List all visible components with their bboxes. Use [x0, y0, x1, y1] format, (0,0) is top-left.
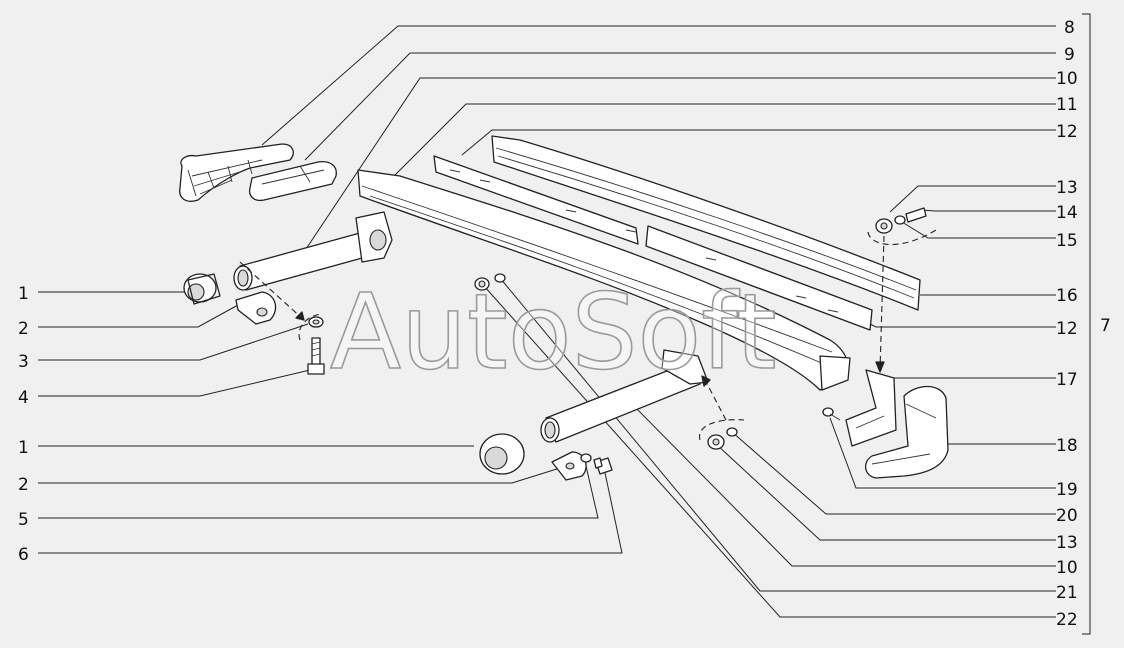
washer-upper-right [894, 215, 906, 225]
side-bracket [845, 369, 897, 447]
callout-1-top: 1 [18, 284, 29, 304]
assembly-arrow-right [879, 235, 885, 371]
arrow-head-right [875, 361, 885, 373]
bolt-bottom [593, 457, 613, 475]
leader-lines [38, 25, 1056, 618]
callout-10-bottom: 10 [1056, 558, 1078, 578]
callout-22: 22 [1056, 610, 1078, 630]
dash-arc-upper-right [867, 229, 937, 246]
bolt-upper-right [905, 207, 927, 223]
end-cap-bracket [248, 160, 337, 202]
mounting-tube-left [233, 211, 393, 291]
callout-21: 21 [1056, 583, 1078, 603]
washer-beam [494, 273, 506, 283]
nut-upper-right [875, 218, 893, 234]
bumper-end-cap-left [179, 143, 294, 202]
bumper-end-cap-right [865, 385, 949, 479]
assembly-arrow-left [239, 261, 305, 321]
callout-19: 19 [1056, 480, 1078, 500]
callout-1-bottom: 1 [18, 438, 29, 458]
dash-arc-lower [698, 419, 745, 441]
rubber-bushing-top [183, 273, 221, 305]
rubber-strip [491, 135, 921, 311]
callout-14: 14 [1056, 203, 1078, 223]
callout-10-top: 10 [1056, 69, 1078, 89]
callout-13-bottom: 13 [1056, 533, 1078, 553]
callout-7: 7 [1100, 316, 1111, 336]
callout-4: 4 [18, 388, 29, 408]
mounting-plate-bottom [551, 451, 587, 481]
callout-13-top: 13 [1056, 178, 1078, 198]
bracket-7 [1082, 13, 1091, 635]
mounting-tube-right [540, 349, 709, 443]
arrow-head-left [295, 311, 305, 321]
callout-20: 20 [1056, 506, 1078, 526]
callout-16: 16 [1056, 286, 1078, 306]
assembly-arrow-lower [703, 377, 727, 421]
callout-5: 5 [18, 510, 29, 530]
callout-3: 3 [18, 352, 29, 372]
watermark: AutoSoft [330, 271, 777, 393]
callout-17: 17 [1056, 370, 1078, 390]
callout-6: 6 [18, 545, 29, 565]
callout-2-top: 2 [18, 319, 29, 339]
left-callouts: 1 2 3 4 1 2 5 6 [18, 284, 29, 565]
callout-9: 9 [1064, 45, 1075, 65]
callout-12-mid: 12 [1056, 319, 1078, 339]
right-callouts: 8 9 10 11 12 13 14 15 16 12 17 18 19 20 … [1056, 18, 1111, 630]
nut-lower [707, 434, 725, 450]
callout-8: 8 [1064, 18, 1075, 38]
callout-18: 18 [1056, 436, 1078, 456]
callout-11: 11 [1056, 95, 1078, 115]
callout-2-bottom: 2 [18, 475, 29, 495]
rubber-bushing-bottom [479, 433, 525, 475]
moulding-strip-lower [645, 225, 873, 331]
bumper-beam [357, 169, 851, 391]
nut-beam [474, 277, 490, 291]
mounting-plate-top [235, 291, 277, 325]
screw-right [822, 407, 841, 421]
washer-nut-left [298, 313, 324, 341]
callout-12-top: 12 [1056, 122, 1078, 142]
nut-bottom [580, 453, 592, 463]
callout-15: 15 [1056, 231, 1078, 251]
washer-lower [726, 427, 738, 437]
bolt-left [307, 337, 325, 375]
arrow-head-lower [701, 375, 711, 387]
moulding-strip-upper [433, 155, 639, 245]
